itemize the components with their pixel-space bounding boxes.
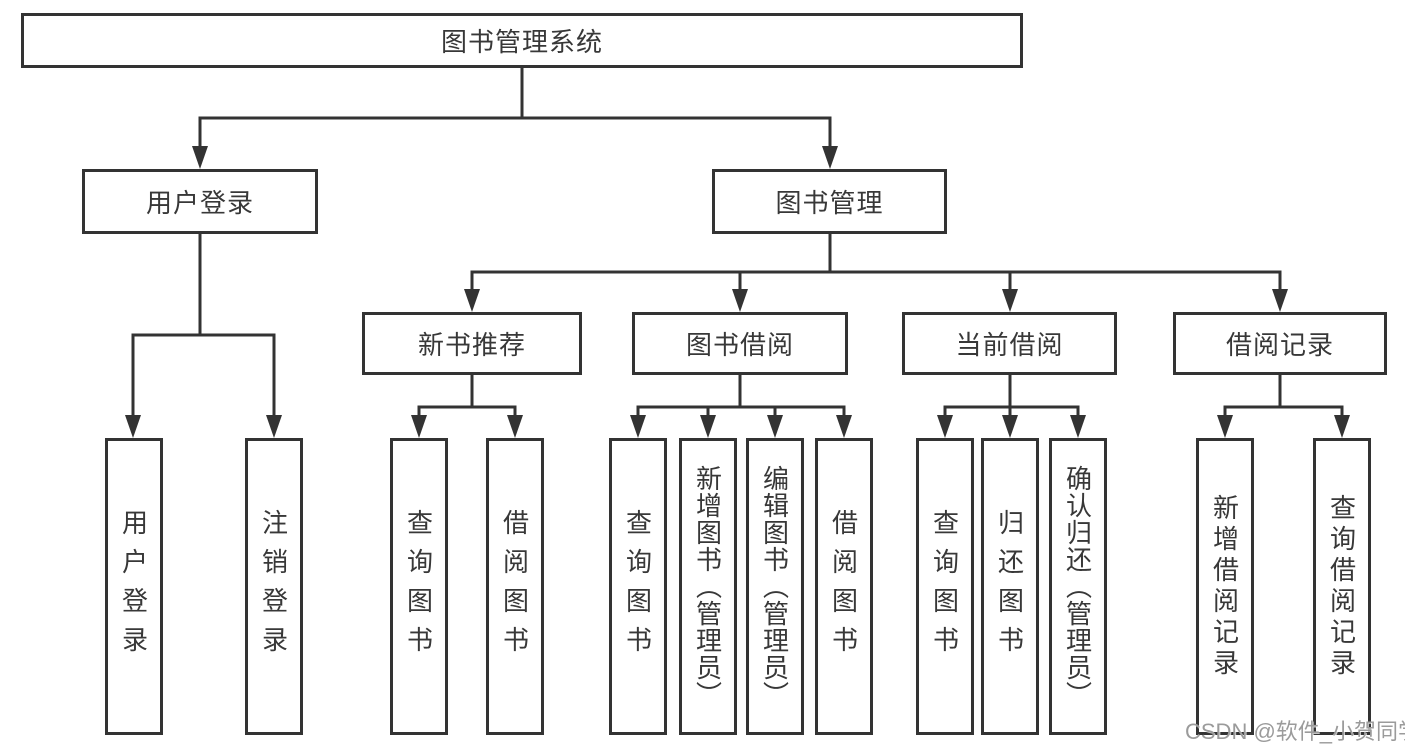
node-leaf-add-books-admin: 新增图书（管理员） <box>679 438 737 735</box>
node-leaf-return-books: 归还图书 <box>981 438 1039 735</box>
node-label: 图书管理系统 <box>440 27 603 57</box>
node-label: 查询借阅记录 <box>1326 493 1357 680</box>
node-label: 查询图书 <box>622 508 653 665</box>
node-label: 用户登录 <box>145 188 254 218</box>
node-label: 用户登录 <box>118 508 149 665</box>
node-label: 图书管理 <box>775 188 884 218</box>
node-borrowing-records: 借阅记录 <box>1173 312 1387 375</box>
node-leaf-user-login: 用户登录 <box>105 438 163 735</box>
node-new-book-recommend: 新书推荐 <box>362 312 582 375</box>
node-label: 编辑图书（管理员） <box>759 465 790 708</box>
node-current-borrowing: 当前借阅 <box>902 312 1117 375</box>
node-leaf-logout: 注销登录 <box>245 438 303 735</box>
node-label: 借阅图书 <box>828 508 859 665</box>
node-leaf-borrow-books: 借阅图书 <box>486 438 544 735</box>
node-leaf-add-borrow-record: 新增借阅记录 <box>1196 438 1254 735</box>
node-label: 借阅图书 <box>499 508 530 665</box>
node-label: 查询图书 <box>403 508 434 665</box>
node-leaf-query-books: 查询图书 <box>916 438 974 735</box>
node-label: 新书推荐 <box>417 330 526 360</box>
node-label: 查询图书 <box>929 508 960 665</box>
node-label: 借阅记录 <box>1225 330 1334 360</box>
node-label: 注销登录 <box>258 508 289 665</box>
node-label: 确认归还（管理员） <box>1062 465 1093 708</box>
node-leaf-query-borrow-record: 查询借阅记录 <box>1313 438 1371 735</box>
node-leaf-query-books: 查询图书 <box>390 438 448 735</box>
node-leaf-query-books: 查询图书 <box>609 438 667 735</box>
node-label: 新增图书（管理员） <box>692 465 723 708</box>
node-book-management: 图书管理 <box>712 169 947 234</box>
node-book-borrowing: 图书借阅 <box>632 312 848 375</box>
watermark: CSDN @软件_小贺同学 <box>1185 719 1405 744</box>
node-leaf-edit-books-admin: 编辑图书（管理员） <box>746 438 804 735</box>
node-book-management-system: 图书管理系统 <box>21 13 1023 68</box>
node-label: 当前借阅 <box>955 330 1064 360</box>
node-label: 归还图书 <box>994 508 1025 665</box>
node-label: 图书借阅 <box>685 330 794 360</box>
node-leaf-confirm-return-admin: 确认归还（管理员） <box>1049 438 1107 735</box>
node-leaf-borrow-books: 借阅图书 <box>815 438 873 735</box>
node-user-login: 用户登录 <box>82 169 318 234</box>
node-label: 新增借阅记录 <box>1209 493 1240 680</box>
